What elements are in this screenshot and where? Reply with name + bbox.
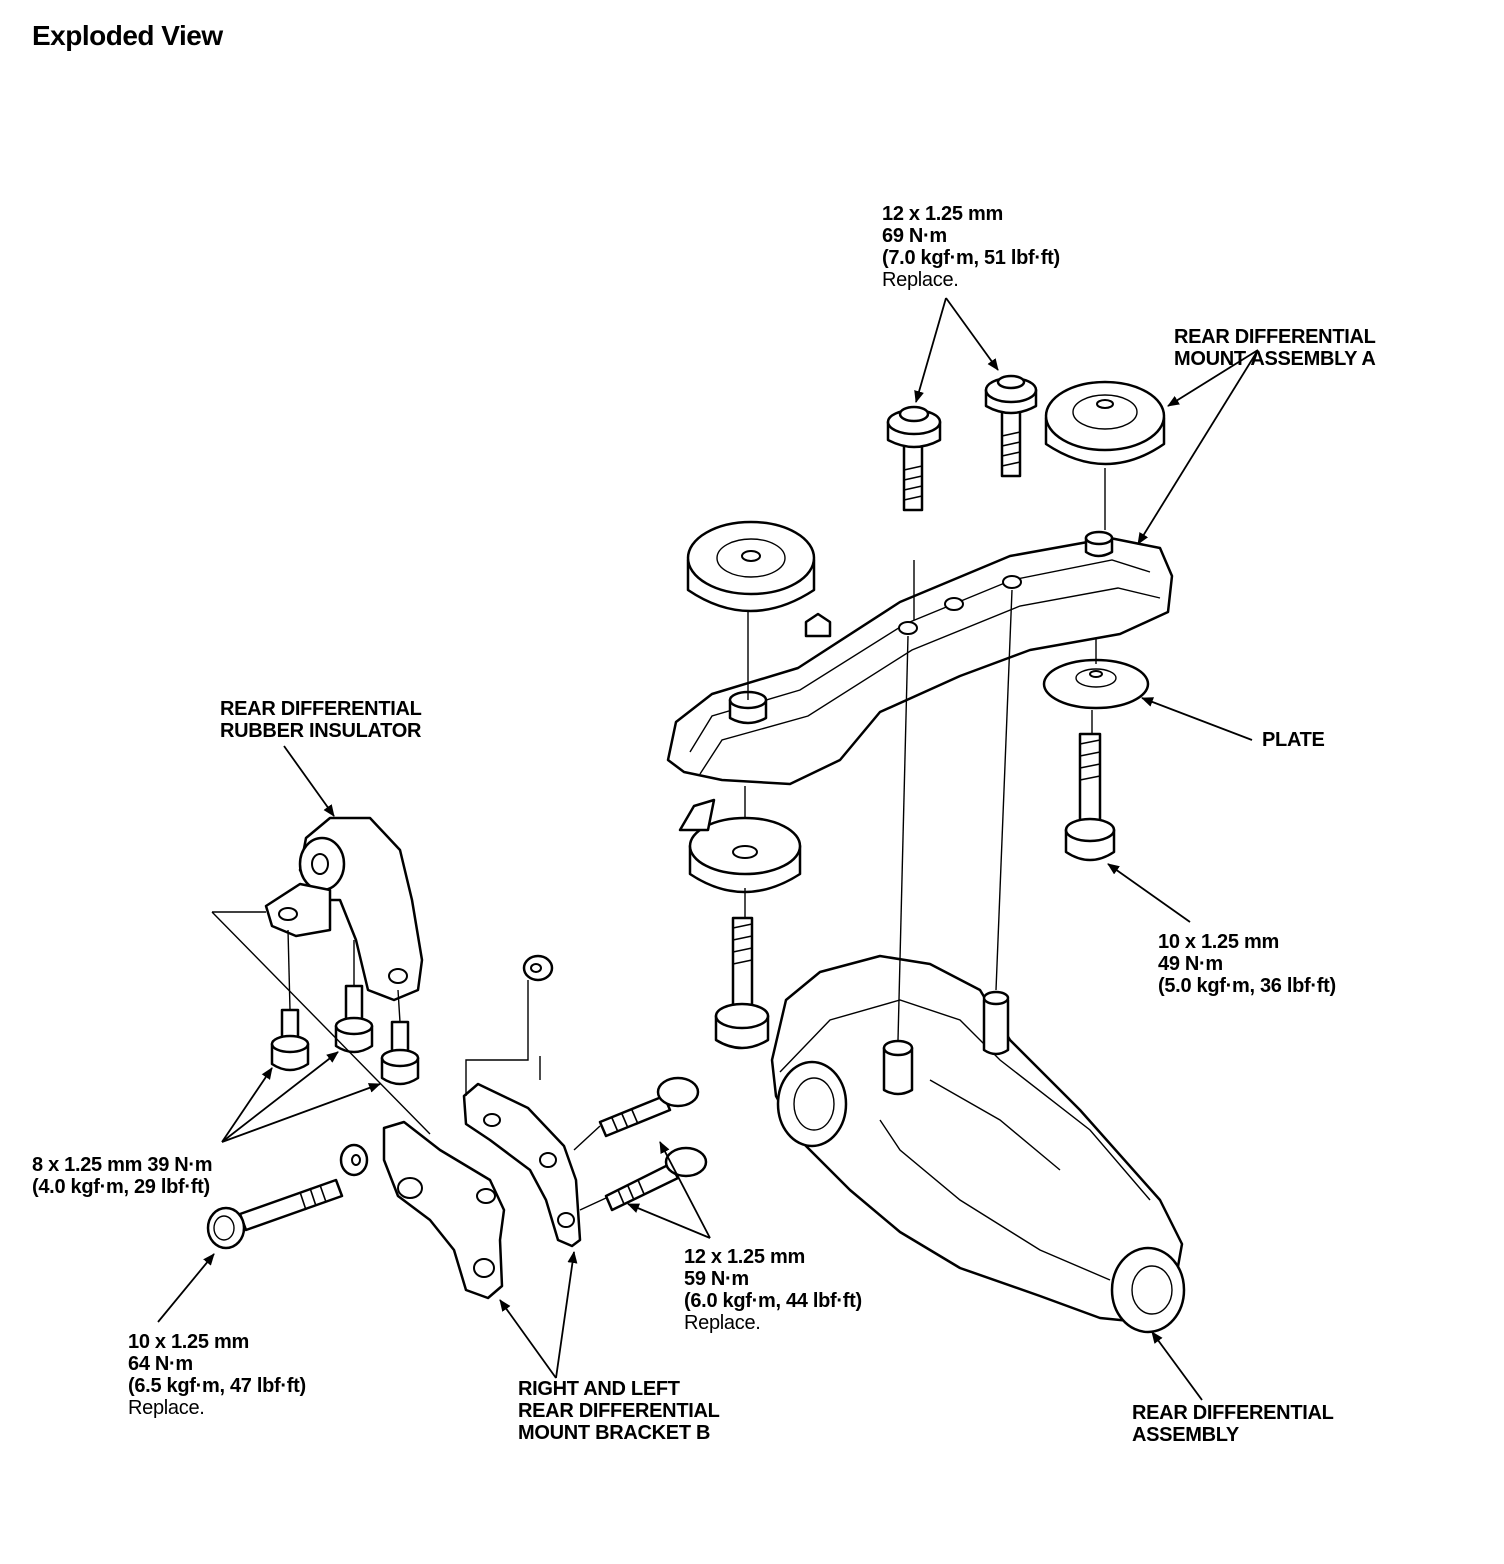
diff-assembly-line1: REAR DIFFERENTIAL (1132, 1402, 1334, 1424)
lower-mount-bolt (714, 916, 770, 1050)
upper-mount-bushing-right (1044, 380, 1166, 466)
long-bolt-torque-alt: (6.5 kgf·m, 47 lbf·ft) (128, 1375, 306, 1397)
top-bolt-left (886, 405, 942, 512)
mount-a-line1: REAR DIFFERENTIAL (1174, 326, 1376, 348)
plate-bolt (1064, 732, 1116, 862)
insulator-line1: REAR DIFFERENTIAL (220, 698, 422, 720)
callout-rubber-insulator: REAR DIFFERENTIAL RUBBER INSULATOR (220, 698, 422, 742)
bracket-bolt-torque-alt: (6.0 kgf·m, 44 lbf·ft) (684, 1290, 862, 1312)
callout-bracket-bolts: 12 x 1.25 mm 59 N·m (6.0 kgf·m, 44 lbf·f… (684, 1246, 862, 1334)
bracket-washer (339, 1143, 369, 1177)
top-bolt-torque-nm: 69 N·m (882, 225, 947, 247)
plate-label: PLATE (1262, 729, 1325, 751)
callout-plate-bolt: 10 x 1.25 mm 49 N·m (5.0 kgf·m, 36 lbf·f… (1158, 931, 1336, 997)
alignment-lines (211, 468, 1106, 1211)
callout-plate: PLATE (1262, 729, 1325, 751)
bracket-bolt-upper (598, 1076, 700, 1138)
top-bolt-right (984, 374, 1038, 478)
bracket-bolt-note: Replace. (684, 1312, 761, 1334)
bracket-bolt-torque-nm: 59 N·m (684, 1268, 749, 1290)
callout-top-bolt: 12 x 1.25 mm 69 N·m (7.0 kgf·m, 51 lbf·f… (882, 203, 1060, 291)
callout-insulator-bolts: 8 x 1.25 mm 39 N·m (4.0 kgf·m, 29 lbf·ft… (32, 1154, 213, 1198)
bracket-small-collar (522, 954, 554, 982)
page-title: Exploded View (32, 20, 223, 51)
long-bolt-torque-nm: 64 N·m (128, 1353, 193, 1375)
mount-a-line2: MOUNT ASSEMBLY A (1174, 348, 1376, 370)
bracket-b-line3: MOUNT BRACKET B (518, 1422, 711, 1444)
insulator-bolt-1 (270, 1008, 310, 1072)
bracket-long-bolt (206, 1178, 344, 1250)
leader-lines (157, 297, 1259, 1401)
insulator-bolt-size-torque: 8 x 1.25 mm 39 N·m (32, 1154, 213, 1176)
upper-mount-bushing-left (686, 520, 816, 613)
lower-mount-bushing (678, 798, 802, 894)
long-bolt-note: Replace. (128, 1397, 205, 1419)
mount-bracket-b-right (462, 1082, 582, 1248)
plate (1042, 658, 1150, 710)
insulator-bolt-2 (334, 984, 374, 1054)
top-bolt-note: Replace. (882, 269, 959, 291)
plate-bolt-torque-nm: 49 N·m (1158, 953, 1223, 975)
callout-mount-assembly-a: REAR DIFFERENTIAL MOUNT ASSEMBLY A (1174, 326, 1376, 370)
rear-differential-rubber-insulator (264, 816, 424, 1002)
plate-bolt-size: 10 x 1.25 mm (1158, 931, 1279, 953)
diff-assembly-line2: ASSEMBLY (1132, 1424, 1239, 1446)
plate-bolt-torque-alt: (5.0 kgf·m, 36 lbf·ft) (1158, 975, 1336, 997)
top-bolt-torque-alt: (7.0 kgf·m, 51 lbf·ft) (882, 247, 1060, 269)
insulator-line2: RUBBER INSULATOR (220, 720, 422, 742)
insulator-bolt-3 (380, 1020, 420, 1086)
insulator-bolt-torque-alt: (4.0 kgf·m, 29 lbf·ft) (32, 1176, 210, 1198)
mount-bracket-b-left (382, 1120, 506, 1300)
bracket-b-line1: RIGHT AND LEFT (518, 1378, 680, 1400)
bracket-b-line2: REAR DIFFERENTIAL (518, 1400, 720, 1422)
callout-mount-bracket-b: RIGHT AND LEFT REAR DIFFERENTIAL MOUNT B… (518, 1378, 720, 1444)
rear-differential-assembly (770, 954, 1186, 1334)
callout-bracket-long-bolt: 10 x 1.25 mm 64 N·m (6.5 kgf·m, 47 lbf·f… (128, 1331, 306, 1419)
top-bolt-size: 12 x 1.25 mm (882, 203, 1003, 225)
bracket-bolt-size: 12 x 1.25 mm (684, 1246, 805, 1268)
long-bolt-size: 10 x 1.25 mm (128, 1331, 249, 1353)
callout-differential-assembly: REAR DIFFERENTIAL ASSEMBLY (1132, 1402, 1334, 1446)
